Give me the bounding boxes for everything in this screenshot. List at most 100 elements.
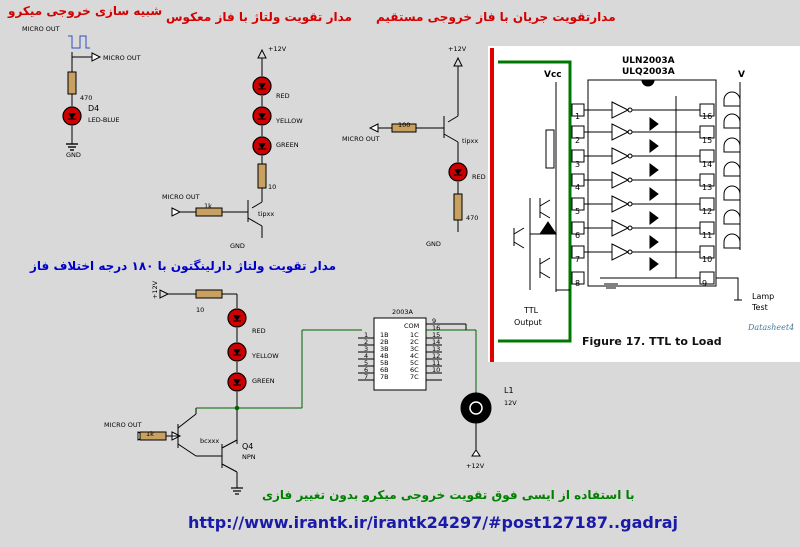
label-yellow: YELLOW — [252, 352, 279, 360]
pin-number: 2 — [575, 135, 581, 145]
pin-label: 6C — [410, 366, 419, 374]
pin-number: 9 — [432, 317, 437, 325]
pin-number: 12 — [432, 352, 441, 360]
pin-number: 3 — [575, 159, 581, 169]
label-micro-out: MICRO OUT — [162, 193, 200, 201]
pin-number: 13 — [432, 345, 441, 353]
pin-number: 7 — [575, 254, 581, 264]
ds-ttl: TTL — [524, 306, 539, 315]
pin-number: 8 — [575, 278, 581, 288]
pin-label: 2B — [380, 338, 389, 346]
label-plus12: +12V — [268, 45, 287, 53]
pin-number: 10 — [432, 366, 441, 374]
inverted-circuit — [171, 48, 267, 238]
ds-test: Test — [752, 303, 768, 312]
led-blue-icon — [62, 106, 82, 126]
ds-output: Output — [514, 318, 542, 327]
pin-number: 11 — [702, 230, 713, 240]
pin-number: 6 — [364, 366, 369, 374]
label-gnd: GND — [66, 151, 81, 159]
label-tipxx: tipxx — [462, 137, 479, 145]
pin-number: 15 — [432, 331, 441, 339]
label-red: RED — [276, 92, 290, 100]
label-red: RED — [252, 327, 266, 335]
pin-number: 7 — [364, 373, 369, 381]
pin-number: 4 — [364, 352, 369, 360]
chip-left-numbers: 1 2 3 4 5 6 7 — [364, 332, 368, 381]
label-12v: 12V — [504, 399, 517, 407]
label-gnd: GND — [426, 240, 441, 248]
chip-right-numbers: 9 16 15 14 13 12 11 10 — [432, 318, 440, 374]
pin-label: 4B — [380, 352, 389, 360]
title-darlington: مدار تقویت ولتاژ دارلینگتون با ۱۸۰ درجه … — [30, 259, 337, 273]
pin-number: 14 — [702, 159, 713, 169]
pin-number: 2 — [364, 338, 369, 346]
pin-label: 7C — [410, 373, 419, 381]
pin-number: 1 — [575, 112, 581, 121]
pin-number: 10 — [702, 254, 713, 264]
label-r470: 470 — [80, 94, 93, 102]
pin-number: 4 — [575, 183, 581, 193]
ds-vcc: Vcc — [544, 70, 562, 80]
ds-chip2: ULQ2003A — [622, 67, 675, 77]
label-r100: 100 — [398, 121, 411, 129]
source-url[interactable]: http://www.irantk.ir/irantk24297/#post12… — [188, 513, 678, 532]
pin-number: 5 — [364, 359, 369, 367]
ds-caption: Figure 17. TTL to Load — [582, 335, 722, 348]
led-yellow-icon — [252, 106, 272, 126]
pin-number: 12 — [702, 207, 713, 217]
pin-label: 6B — [380, 366, 389, 374]
label-led-blue: LED-BLUE — [88, 116, 120, 124]
label-micro-out: MICRO OUT — [104, 421, 142, 429]
label-plus12: +12V — [466, 462, 485, 470]
led-green-icon — [252, 136, 272, 156]
ds-watermark: Datasheet4 — [748, 323, 795, 332]
led-yellow-icon — [227, 342, 247, 362]
lamp-l1 — [460, 392, 492, 457]
pin-label: 3B — [380, 345, 389, 353]
label-r10: 10 — [268, 183, 277, 191]
title-simulation: شبیه سازی خروجی میکرو — [8, 4, 163, 18]
label-yellow: YELLOW — [276, 117, 303, 125]
label-r1k: 1k — [146, 430, 154, 438]
pin-number: 3 — [364, 345, 369, 353]
label-gnd: GND — [230, 242, 245, 250]
label-micro-out: MICRO OUT — [22, 25, 60, 33]
pin-number: 5 — [575, 207, 581, 217]
pin-number: 1 — [364, 331, 369, 339]
label-green: GREEN — [276, 141, 299, 149]
pin-label: 4C — [410, 352, 419, 360]
label-micro-out: MICRO OUT — [342, 135, 380, 143]
darlington-circuit — [137, 289, 362, 488]
datasheet-drawing — [498, 60, 742, 343]
label-r10: 10 — [196, 306, 205, 314]
label-plus12: +12V — [151, 280, 160, 300]
label-green: GREEN — [252, 377, 275, 385]
pin-number: 16 — [702, 112, 713, 121]
ds-left-pin-numbers: 1 2 3 4 5 6 7 8 — [575, 105, 580, 295]
label-tipxx: tipxx — [258, 210, 275, 218]
pin-number: 6 — [575, 230, 581, 240]
label-l1: L1 — [504, 386, 514, 395]
label-q4: Q4 — [242, 442, 254, 451]
pin-number: 16 — [432, 324, 441, 332]
label-bcxxx: bcxxx — [200, 437, 220, 445]
ds-lamp: Lamp — [752, 292, 775, 301]
label-plus12: +12V — [448, 45, 467, 53]
label-npn: NPN — [242, 453, 256, 461]
label-r470: 470 — [466, 214, 479, 222]
pin-label: 1B — [380, 331, 389, 339]
pin-number: 13 — [702, 183, 713, 193]
pin-label: 7B — [380, 373, 389, 381]
ds-right-pin-numbers: 16 15 14 13 12 11 10 9 — [702, 105, 712, 295]
pin-number: 11 — [432, 359, 441, 367]
pin-label: 5B — [380, 359, 389, 367]
pin-label: 1C — [410, 331, 419, 339]
label-com: COM — [404, 322, 420, 330]
uln-chip-symbol — [358, 317, 477, 392]
chip-left-pins: 1B 2B 3B 4B 5B 6B 7B — [380, 332, 389, 381]
ds-v: V — [738, 70, 745, 80]
led-red-icon — [252, 76, 272, 96]
pin-number: 15 — [702, 135, 713, 145]
simulation-circuit — [67, 35, 102, 144]
